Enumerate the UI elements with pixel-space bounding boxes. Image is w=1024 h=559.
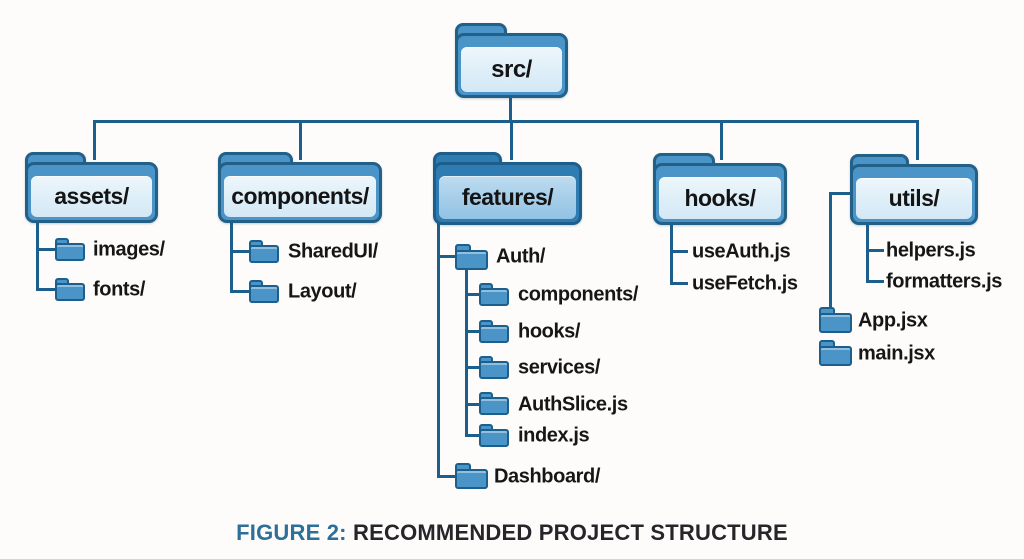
folder-icon — [819, 340, 852, 366]
connector — [465, 266, 468, 437]
connector — [36, 288, 58, 291]
folder-assets: assets/ — [25, 152, 158, 223]
folder-icon — [819, 307, 852, 333]
folder-body: src/ — [455, 33, 568, 98]
connector — [437, 255, 457, 258]
folder-utils-label: utils/ — [888, 185, 940, 211]
figure-caption-number: FIGURE 2: — [236, 520, 347, 545]
connector — [230, 290, 252, 293]
label-formatters: formatters.js — [886, 270, 1002, 293]
connector — [829, 192, 832, 309]
label-authslice: AuthSlice.js — [518, 393, 628, 416]
folder-icon — [55, 238, 85, 261]
connector — [230, 220, 233, 293]
folder-icon — [479, 424, 509, 447]
connector — [866, 280, 884, 283]
connector — [465, 366, 481, 369]
label-useauth: useAuth.js — [692, 240, 791, 263]
label-dashboard: Dashboard/ — [494, 465, 601, 488]
connector — [465, 403, 481, 406]
connector — [670, 250, 688, 253]
label-helpers: helpers.js — [886, 239, 976, 262]
folder-icon — [479, 283, 509, 306]
connector — [465, 434, 481, 437]
label-fonts: fonts/ — [93, 278, 146, 301]
folder-icon — [455, 463, 488, 489]
folder-body: assets/ — [25, 162, 158, 223]
folder-src-label: src/ — [491, 55, 532, 83]
folder-hooks: hooks/ — [653, 153, 787, 225]
folder-utils: utils/ — [850, 154, 978, 225]
connector — [866, 249, 884, 252]
connector — [230, 250, 252, 253]
folder-icon — [249, 280, 279, 303]
folder-assets-label: assets/ — [54, 183, 129, 209]
label-images: images/ — [93, 238, 165, 261]
connector — [670, 282, 688, 285]
label-usefetch: useFetch.js — [692, 272, 798, 295]
folder-body: utils/ — [850, 164, 978, 225]
folder-body: hooks/ — [653, 163, 787, 225]
folder-icon — [479, 320, 509, 343]
connector — [829, 192, 852, 195]
connector — [93, 120, 96, 160]
label-sharedui: SharedUI/ — [288, 240, 378, 263]
folder-icon — [455, 244, 488, 270]
connector — [299, 120, 302, 160]
label-auth-components: components/ — [518, 283, 639, 306]
connector — [465, 293, 481, 296]
folder-body: components/ — [218, 162, 382, 223]
connector — [93, 120, 919, 123]
connector — [465, 330, 481, 333]
label-auth-hooks: hooks/ — [518, 320, 581, 343]
label-index-js: index.js — [518, 424, 590, 447]
label-auth: Auth/ — [496, 245, 546, 268]
folder-body: features/ — [433, 162, 582, 225]
figure-caption-title: RECOMMENDED PROJECT STRUCTURE — [346, 520, 788, 545]
folder-components-label: components/ — [231, 183, 369, 209]
figure-caption: FIGURE 2: RECOMMENDED PROJECT STRUCTURE — [0, 520, 1024, 546]
folder-components: components/ — [218, 152, 382, 223]
connector — [670, 222, 673, 285]
folder-icon — [249, 240, 279, 263]
connector — [437, 475, 457, 478]
folder-features: features/ — [433, 152, 582, 225]
label-main-jsx: main.jsx — [858, 342, 935, 365]
folder-features-label: features/ — [461, 184, 554, 210]
folder-hooks-label: hooks/ — [684, 184, 756, 211]
connector — [916, 120, 919, 160]
label-app-jsx: App.jsx — [858, 309, 928, 332]
connector — [509, 96, 512, 123]
connector — [866, 222, 869, 283]
folder-icon — [479, 392, 509, 415]
connector — [510, 120, 513, 160]
connector — [36, 220, 39, 291]
folder-icon — [55, 278, 85, 301]
connector — [36, 248, 58, 251]
folder-src: src/ — [455, 23, 568, 98]
label-layout: Layout/ — [288, 280, 357, 303]
folder-icon — [479, 356, 509, 379]
connector — [720, 120, 723, 160]
label-auth-services: services/ — [518, 356, 601, 379]
connector — [437, 222, 440, 478]
